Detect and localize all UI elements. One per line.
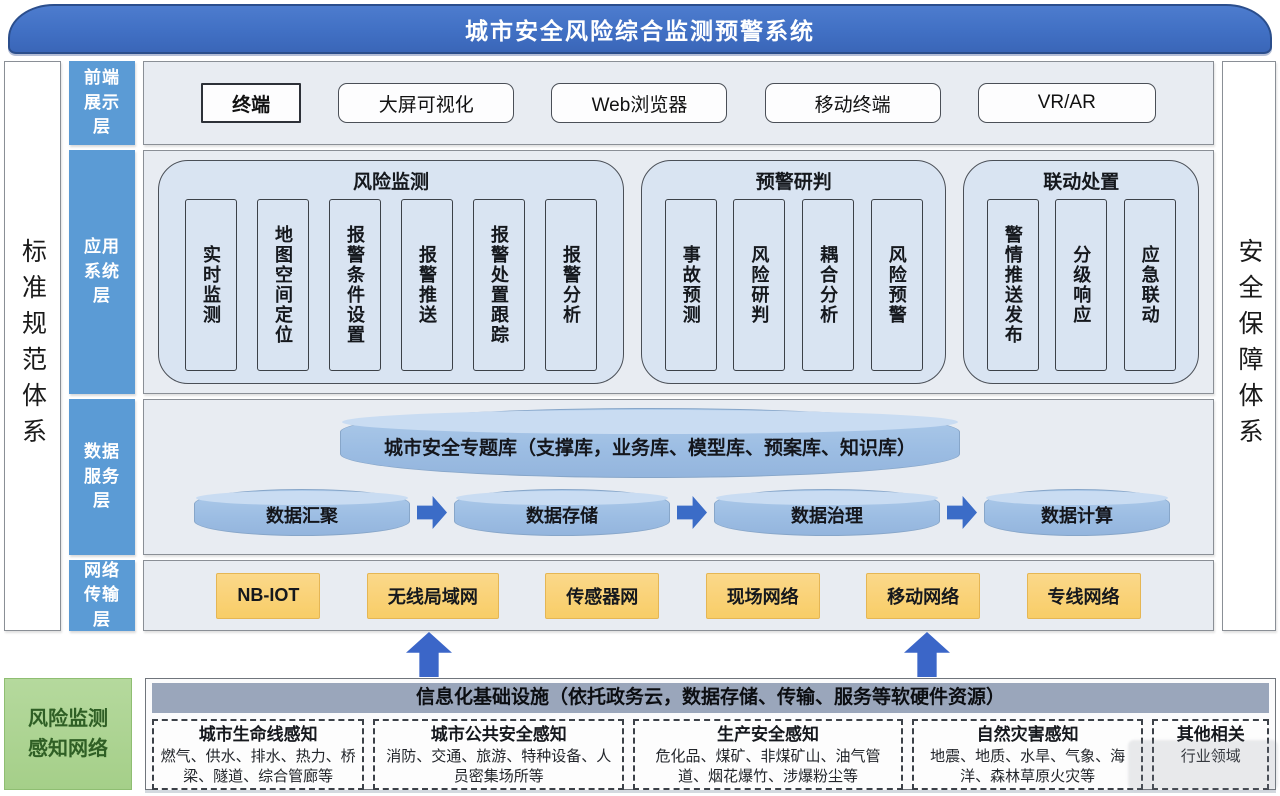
- sense-categories: 城市生命线感知 燃气、供水、排水、热力、桥梁、隧道、综合管廊等 城市公共安全感知…: [152, 719, 1270, 791]
- app-item-risk-warning: 风险预警: [870, 199, 923, 371]
- group-items: 实时监测 地图空间定位 报警条件设置 报警推送 报警处置跟踪 报警分析: [171, 199, 611, 371]
- network-item-mobile-net: 移动网络: [866, 572, 981, 619]
- pipeline-cylinder-computing: 数据计算: [984, 489, 1170, 536]
- infrastructure-header: 信息化基础设施（依托政务云，数据存储、传输、服务等软硬件资源）: [152, 683, 1269, 713]
- sense-box-production-safety: 生产安全感知 危化品、煤矿、非煤矿山、油气管道、烟花爆竹、涉爆粉尘等: [633, 719, 903, 791]
- sense-box-natural-disaster: 自然灾害感知 地震、地质、水旱、气象、海洋、森林草原火灾等: [911, 719, 1144, 791]
- frontend-item-web-browser: Web浏览器: [551, 83, 728, 123]
- arrow-up-icon: [406, 632, 452, 677]
- arrow-right-icon: [677, 495, 707, 530]
- frontend-item-vr-ar: VR/AR: [977, 83, 1156, 123]
- right-pillar-label: 安全保障体系: [1235, 238, 1263, 454]
- sense-detail: 行业领域: [1180, 748, 1241, 766]
- network-item-wlan: 无线局域网: [366, 572, 499, 619]
- network-item-nbiot: NB-IOT: [216, 572, 321, 619]
- layer-application: 应用 系统 层 风险监测 实时监测 地图空间定位 报警条件设置 报警推送 报警处…: [69, 150, 1214, 394]
- sense-detail: 危化品、煤矿、非煤矿山、油气管道、烟花爆竹、涉爆粉尘等: [655, 748, 881, 785]
- sense-title: 城市生命线感知: [198, 725, 318, 744]
- theme-database-cylinder: 城市安全专题库（支撑库，业务库、模型库、预案库、知识库）: [340, 408, 960, 478]
- app-item-alarm-condition: 报警条件设置: [329, 199, 381, 371]
- network-content: NB-IOT 无线局域网 传感器网 现场网络 移动网络 专线网络: [143, 560, 1214, 631]
- app-item-map-location: 地图空间定位: [257, 199, 309, 371]
- group-title: 联动处置: [1043, 172, 1120, 193]
- layer-network: 网络 传输 层 NB-IOT 无线局域网 传感器网 现场网络 移动网络 专线网络: [69, 560, 1214, 631]
- left-pillar-label: 标准规范体系: [18, 238, 47, 454]
- layer-label-data-service: 数据 服务 层: [69, 399, 135, 555]
- sense-detail: 消防、交通、旅游、特种设备、人员密集场所等: [386, 748, 612, 785]
- data-service-content: 城市安全专题库（支撑库，业务库、模型库、预案库、知识库） 数据汇聚 数据存储 数…: [143, 399, 1214, 555]
- group-warning-judgement: 预警研判 事故预测 风险研判 耦合分析 风险预警: [641, 160, 947, 384]
- frontend-item-bigscreen: 大屏可视化: [338, 83, 515, 123]
- frontend-content: 终端 大屏可视化 Web浏览器 移动终端 VR/AR: [143, 61, 1214, 145]
- sense-detail: 地震、地质、水旱、气象、海洋、森林草原火灾等: [930, 748, 1126, 785]
- sense-title: 自然灾害感知: [976, 725, 1079, 744]
- pipeline-label: 数据治理: [791, 506, 863, 526]
- title-banner: 城市安全风险综合监测预警系统: [8, 4, 1272, 54]
- sense-box-public-safety: 城市公共安全感知 消防、交通、旅游、特种设备、人员密集场所等: [373, 719, 625, 791]
- frontend-item-mobile: 移动终端: [764, 83, 941, 123]
- group-title: 预警研判: [755, 172, 832, 193]
- arrow-right-icon: [947, 495, 977, 530]
- pipeline-label: 数据计算: [1041, 506, 1113, 526]
- data-pipeline: 数据汇聚 数据存储 数据治理 数据计算: [162, 489, 1195, 536]
- left-pillar-standards: 标准规范体系: [4, 61, 61, 631]
- sense-detail: 燃气、供水、排水、热力、桥梁、隧道、综合管廊等: [160, 748, 356, 785]
- sense-title: 生产安全感知: [716, 725, 819, 744]
- app-item-risk-judgement: 风险研判: [733, 199, 786, 371]
- sense-title: 城市公共安全感知: [430, 725, 567, 744]
- uplink-arrows: [0, 631, 1280, 678]
- layer-frontend: 前端 展示 层 终端 大屏可视化 Web浏览器 移动终端 VR/AR: [69, 61, 1214, 145]
- group-risk-monitoring: 风险监测 实时监测 地图空间定位 报警条件设置 报警推送 报警处置跟踪 报警分析: [158, 160, 625, 384]
- app-item-accident-prediction: 事故预测: [664, 199, 717, 371]
- perception-label: 风险监测 感知网络: [4, 678, 132, 790]
- main-area: 标准规范体系 前端 展示 层 终端 大屏可视化 Web浏览器 移动终端 VR/A…: [4, 61, 1276, 631]
- app-item-graded-response: 分级响应: [1055, 199, 1108, 371]
- arrow-right-icon: [417, 495, 447, 530]
- pipeline-cylinder-governance: 数据治理: [714, 489, 940, 536]
- theme-database-label: 城市安全专题库（支撑库，业务库、模型库、预案库、知识库）: [383, 437, 916, 459]
- sense-box-lifeline: 城市生命线感知 燃气、供水、排水、热力、桥梁、隧道、综合管廊等: [152, 719, 365, 791]
- right-pillar-security: 安全保障体系: [1222, 61, 1276, 631]
- layer-label-frontend: 前端 展示 层: [69, 61, 135, 145]
- layer-data-service: 数据 服务 层 城市安全专题库（支撑库，业务库、模型库、预案库、知识库） 数据汇…: [69, 399, 1214, 555]
- app-item-realtime-monitor: 实时监测: [185, 199, 237, 371]
- page-title: 城市安全风险综合监测预警系统: [465, 18, 815, 44]
- layer-label-network: 网络 传输 层: [69, 560, 135, 631]
- application-content: 风险监测 实时监测 地图空间定位 报警条件设置 报警推送 报警处置跟踪 报警分析…: [143, 150, 1214, 394]
- sense-title: 其他相关: [1176, 725, 1245, 744]
- network-item-field-net: 现场网络: [705, 572, 820, 619]
- app-item-alarm-push: 报警推送: [401, 199, 453, 371]
- app-item-alarm-analysis: 报警分析: [545, 199, 597, 371]
- app-item-coupling-analysis: 耦合分析: [802, 199, 855, 371]
- arrow-up-icon: [904, 632, 950, 677]
- pipeline-label: 数据汇聚: [266, 506, 338, 526]
- infrastructure-panel: 信息化基础设施（依托政务云，数据存储、传输、服务等软硬件资源） 城市生命线感知 …: [145, 678, 1276, 791]
- pipeline-cylinder-storage: 数据存储: [454, 489, 670, 536]
- pipeline-cylinder-aggregation: 数据汇聚: [194, 489, 410, 536]
- group-items: 事故预测 风险研判 耦合分析 风险预警: [654, 199, 933, 371]
- perception-section: 风险监测 感知网络 信息化基础设施（依托政务云，数据存储、传输、服务等软硬件资源…: [4, 678, 1276, 791]
- pipeline-label: 数据存储: [526, 506, 598, 526]
- app-item-alert-publish: 警情推送发布: [986, 199, 1039, 371]
- group-items: 警情推送发布 分级响应 应急联动: [976, 199, 1186, 371]
- network-item-leased-line: 专线网络: [1026, 572, 1141, 619]
- app-item-emergency-linkage: 应急联动: [1123, 199, 1176, 371]
- network-item-sensor-net: 传感器网: [545, 572, 660, 619]
- group-linkage-disposal: 联动处置 警情推送发布 分级响应 应急联动: [963, 160, 1199, 384]
- frontend-item-terminal: 终端: [201, 83, 302, 123]
- sense-box-other: 其他相关 行业领域: [1152, 719, 1270, 791]
- layers-column: 前端 展示 层 终端 大屏可视化 Web浏览器 移动终端 VR/AR 应用 系统…: [69, 61, 1214, 631]
- layer-label-application: 应用 系统 层: [69, 150, 135, 394]
- app-item-alarm-handling: 报警处置跟踪: [473, 199, 525, 371]
- group-title: 风险监测: [353, 172, 430, 193]
